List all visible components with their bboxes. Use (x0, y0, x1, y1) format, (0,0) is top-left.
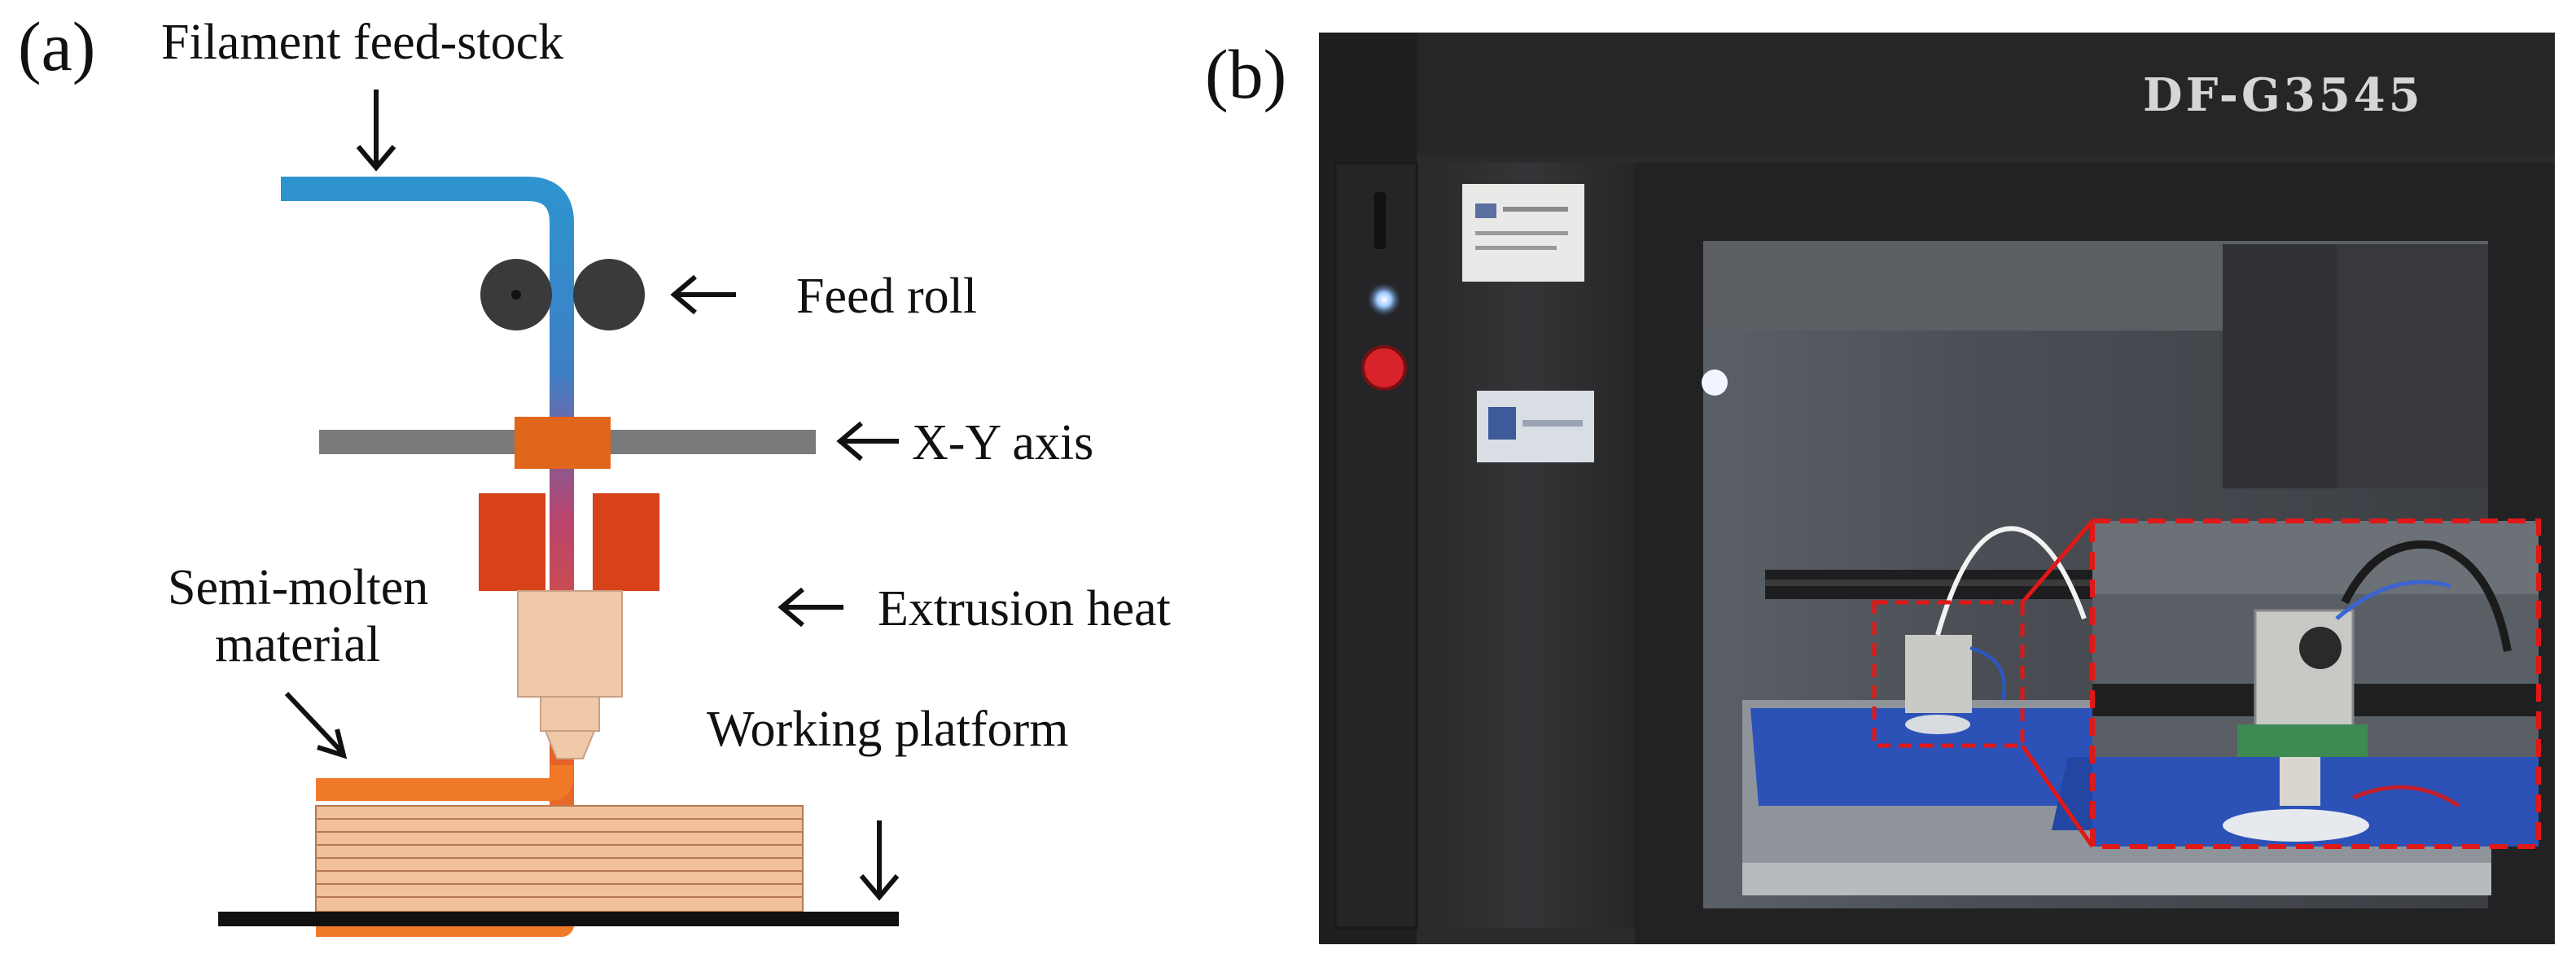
status-led-icon (1366, 282, 1402, 317)
platform-label: Working platform (707, 702, 1068, 757)
semi-molten-arrow-icon (284, 691, 348, 759)
printed-layers (315, 805, 804, 912)
panel-b: (b) DF-G3545 (1205, 33, 2555, 944)
zoom-inset-box (2090, 519, 2541, 849)
extruder-head-small (1905, 635, 1972, 713)
emergency-stop-button[interactable] (1361, 345, 1407, 391)
heater-block-right (593, 493, 659, 591)
filament-arrow-icon (356, 90, 396, 172)
semi-molten-label-line2: material (215, 617, 380, 672)
filament-strand (281, 177, 574, 937)
feed-roll-label: Feed roll (796, 269, 977, 324)
panel-b-label: (b) (1205, 35, 1286, 113)
panel-a: (a) Filament feed-stock Feed roll X-Y ax… (18, 7, 1171, 937)
platform-down-arrow-icon (859, 820, 900, 901)
extrusion-label: Extrusion heat (878, 581, 1171, 637)
heater-block-left (479, 493, 545, 591)
feed-roller-right (573, 259, 645, 330)
printer-photo: DF-G3545 (1319, 33, 2555, 944)
brand-label: DF-G3545 (2143, 68, 2424, 122)
xy-axis-arrow-icon (836, 421, 899, 462)
panel-a-label: (a) (18, 7, 95, 85)
feed-roll-arrow-icon (670, 274, 736, 315)
control-panel (1334, 161, 1418, 930)
working-platform (218, 912, 899, 926)
extrusion-arrow-icon (778, 587, 843, 628)
xy-axis-label: X-Y axis (912, 415, 1093, 470)
magnified-inset (2092, 521, 2539, 847)
semi-molten-label-line1: Semi-molten (168, 560, 428, 615)
zoom-source-box (1872, 600, 2025, 748)
filament-label: Filament feed-stock (161, 15, 563, 70)
